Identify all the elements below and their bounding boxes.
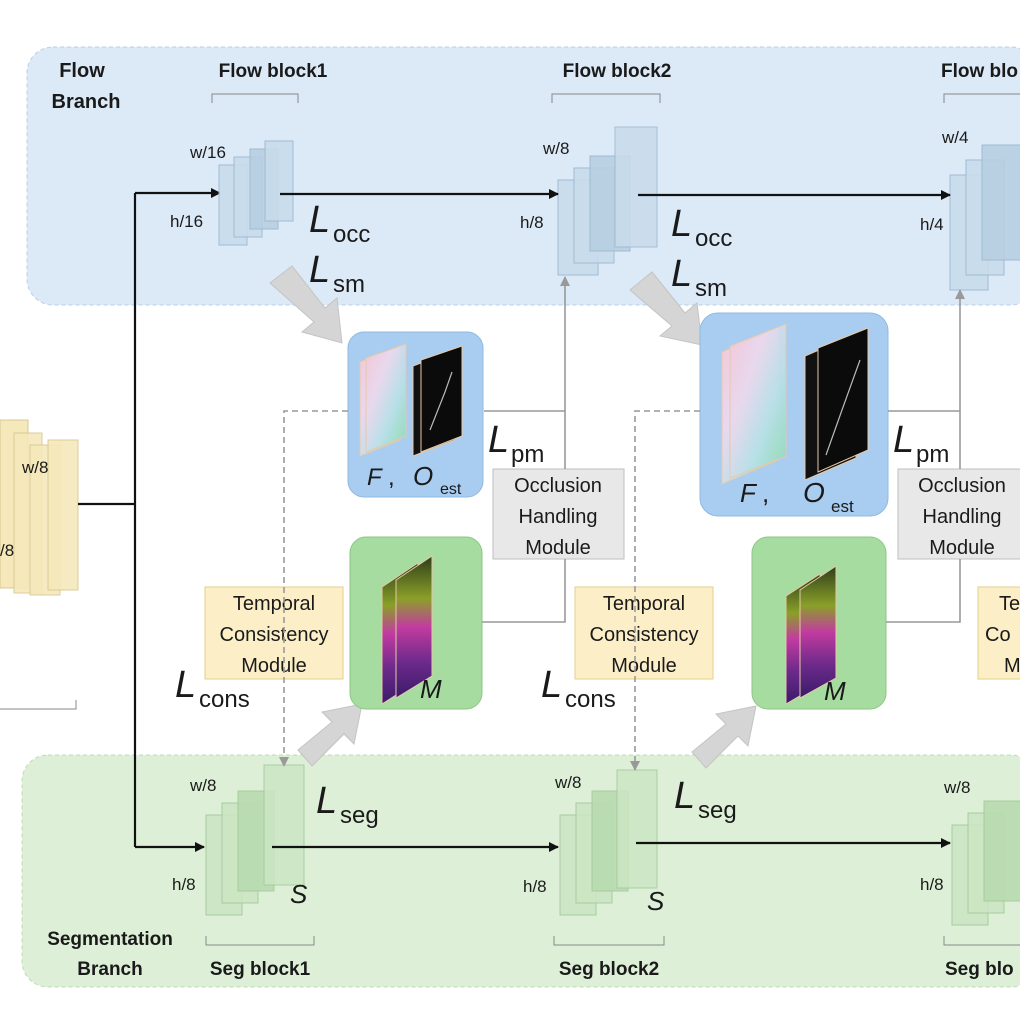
encoder-block	[0, 419, 79, 596]
flow-block2-title: Flow block2	[563, 61, 672, 82]
flow-field-image-1	[359, 343, 407, 457]
flow-block2-w: w/8	[542, 139, 569, 158]
temporal-module-3-partial: Te Co M	[977, 586, 1020, 680]
flow-block1-h: h/16	[170, 212, 203, 231]
flow-block2-bracket	[551, 93, 661, 103]
seg-block1-title: Seg block1	[210, 959, 311, 980]
occlusion-map-image-2	[804, 327, 869, 481]
occlusion-module-2-line3: Module	[929, 537, 995, 559]
temporal-module-1: Temporal Consistency Module	[204, 586, 344, 680]
seg-block2-bracket	[553, 936, 665, 946]
flow-field-image-2	[721, 323, 787, 485]
seg-branch-label-2: Branch	[77, 959, 142, 980]
temporal2-dashed-connector	[630, 410, 700, 771]
flow-block3-h: h/4	[920, 215, 944, 234]
temporal-module-2-line3: Module	[611, 655, 677, 677]
flow-block3-bracket	[943, 93, 1020, 103]
mask-output-panel-2	[751, 536, 887, 710]
flow-branch-region	[26, 46, 1020, 306]
temporal-module-3-line2: Co	[985, 624, 1011, 646]
mask2-to-occ-connector	[886, 559, 961, 623]
occlusion-module-2-line2: Handling	[923, 506, 1002, 528]
encoder-h-label: /8	[0, 541, 14, 560]
occlusion-module-1-line2: Handling	[519, 506, 598, 528]
flow-block3-features	[949, 144, 1020, 291]
seg-to-mask1-arrow	[297, 703, 363, 767]
flow-block1-w: w/16	[189, 143, 226, 162]
mask-label-2: M	[824, 676, 846, 706]
occlusion-module-1-line1: Occlusion	[514, 475, 602, 497]
occlusion-map-image-1	[412, 345, 463, 457]
mask-output-panel-1	[349, 536, 483, 710]
temporal1-dashed-connector	[279, 410, 348, 767]
occlusion-module-1: Occlusion Handling Module	[492, 468, 625, 560]
flow-block2-features	[557, 126, 658, 276]
encoder-bracket	[0, 700, 77, 710]
flow-block3-w: w/4	[941, 128, 968, 147]
mask-image-1	[381, 555, 433, 705]
temporal-module-3-line1: Te	[999, 593, 1020, 615]
mask-label-1: M	[420, 674, 442, 704]
seg-block2-title: Seg block2	[559, 959, 659, 980]
flow-block3-title: Flow blo	[941, 61, 1018, 82]
flow-to-output2-arrow	[629, 271, 703, 346]
seg-to-mask2-arrow	[691, 705, 757, 769]
temporal-module-2-line1: Temporal	[603, 593, 685, 615]
temporal-module-3-line3: M	[1004, 655, 1020, 677]
flow-output-panel-1	[347, 331, 484, 498]
flow-block1-features	[218, 140, 294, 246]
seg-block1-features	[205, 764, 305, 916]
loss-pm-1: Lpm	[488, 419, 544, 468]
mask1-to-occ-connector	[482, 559, 566, 623]
temporal-module-1-line1: Temporal	[233, 593, 315, 615]
flow-block1-bracket	[211, 93, 299, 103]
mask-image-2	[785, 565, 837, 705]
occlusion-module-2: Occlusion Handling Module	[897, 468, 1020, 560]
seg-output-s1: S	[290, 879, 308, 909]
seg-branch-label: Segmentation	[47, 929, 173, 950]
occlusion-module-1-line3: Module	[525, 537, 591, 559]
flow-branch-label: Flow	[59, 60, 105, 82]
flow-block2-h: h/8	[520, 213, 544, 232]
seg-block1-h: h/8	[172, 875, 196, 894]
flow-block1-title: Flow block1	[219, 61, 328, 82]
seg-block3-h: h/8	[920, 875, 944, 894]
seg-block2-features	[559, 769, 658, 916]
flow-output-panel-2	[699, 312, 889, 517]
loss-pm-2: Lpm	[893, 419, 949, 468]
seg-block2-h: h/8	[523, 877, 547, 896]
flow-to-output1-arrow	[269, 265, 343, 344]
seg-block1-bracket	[205, 936, 315, 946]
seg-block3-title: Seg blo	[945, 959, 1014, 980]
flow-branch-label-2: Branch	[52, 91, 121, 113]
seg-block3-features	[951, 800, 1020, 926]
seg-branch-region	[21, 754, 1020, 988]
temporal-module-1-line3: Module	[241, 655, 307, 677]
seg-block1-w: w/8	[189, 776, 216, 795]
encoder-w-label: w/8	[21, 458, 48, 477]
seg-block2-w: w/8	[554, 773, 581, 792]
occlusion-module-2-line1: Occlusion	[918, 475, 1006, 497]
temporal-module-1-line2: Consistency	[220, 624, 329, 646]
temporal-module-2: Temporal Consistency Module	[574, 586, 714, 680]
seg-block3-bracket	[943, 936, 1020, 946]
temporal-module-2-line2: Consistency	[590, 624, 699, 646]
seg-output-s2: S	[647, 886, 665, 916]
seg-block3-w: w/8	[943, 778, 970, 797]
